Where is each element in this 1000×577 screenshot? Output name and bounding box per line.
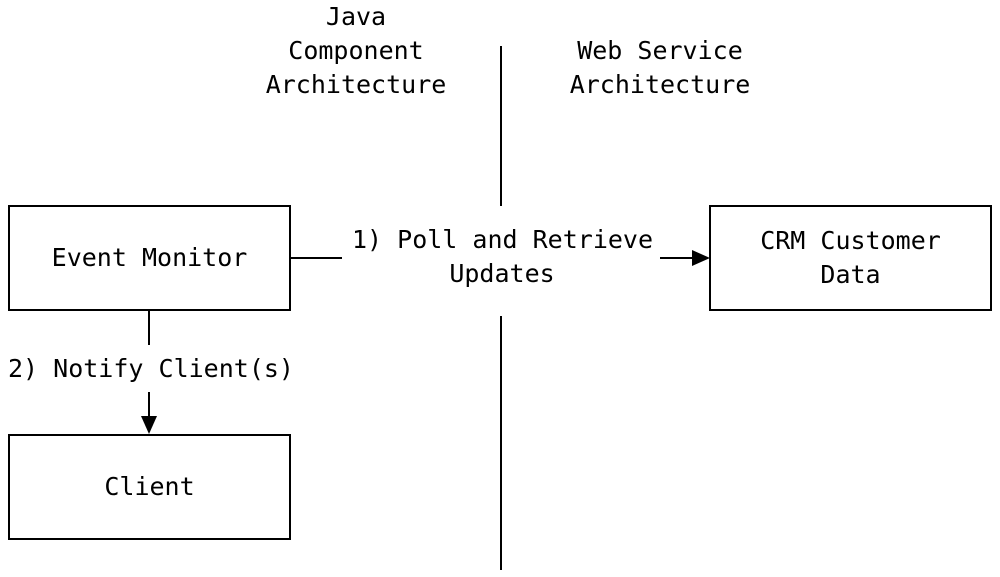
crm-customer-data-box: CRM Customer Data — [709, 205, 992, 311]
crm-label-line2: Data — [820, 260, 881, 289]
java-component-architecture-heading: Java Component Architecture — [265, 2, 447, 99]
poll-and-retrieve-label: 1) Poll and Retrieve Updates — [352, 223, 653, 291]
notify-clients-label: 2) Notify Client(s) — [8, 352, 294, 386]
client-label: Client — [104, 472, 195, 501]
event-monitor-label: Event Monitor — [51, 243, 248, 272]
event-monitor-box: Event Monitor — [8, 205, 291, 311]
notify-arrowhead-icon — [141, 416, 157, 434]
crm-label-line1: CRM Customer — [760, 226, 941, 255]
client-box: Client — [8, 434, 291, 540]
web-service-architecture-heading: Web Service Architecture — [569, 36, 751, 99]
poll-arrowhead-icon — [692, 250, 710, 266]
